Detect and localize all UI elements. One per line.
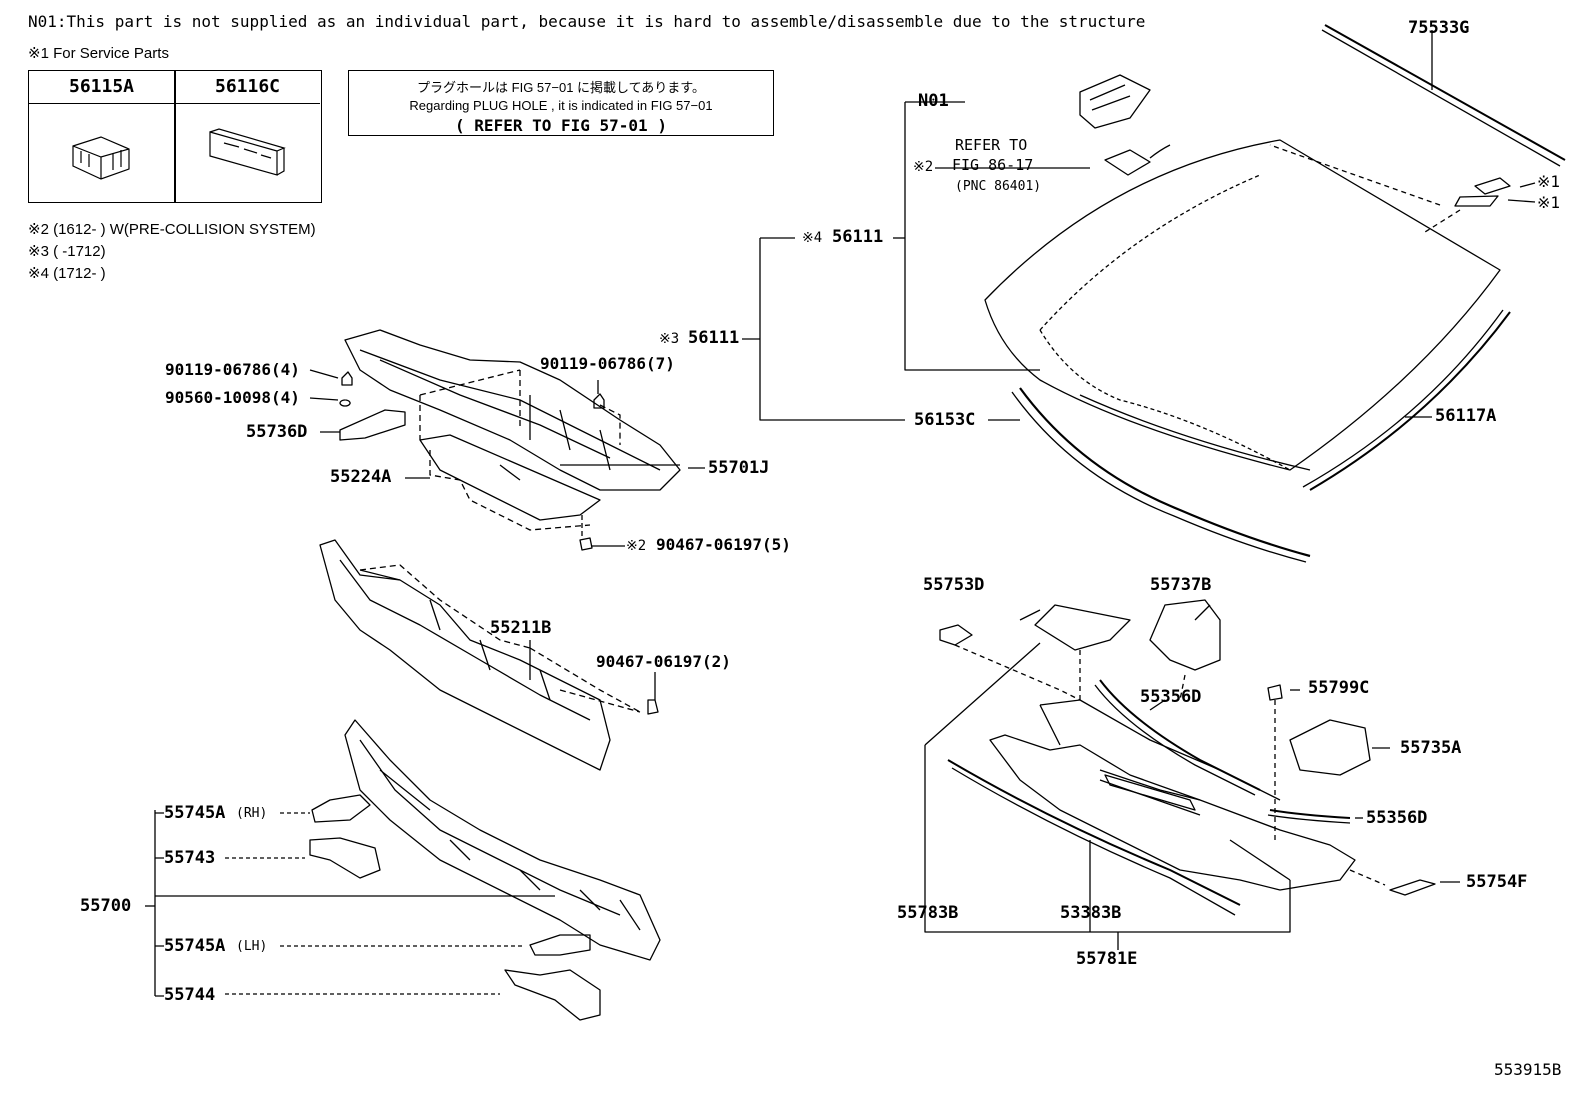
n01-bracket [1079, 74, 1151, 129]
label-90467-a: 90467-06197(5) [656, 535, 791, 554]
label-fig86: FIG 86-17 [952, 156, 1034, 174]
label-55743: 55743 [164, 848, 216, 868]
label-55737b: 55737B [1150, 575, 1212, 595]
label-90119-b: 90119-06786(7) [540, 354, 675, 373]
label-53383b: 53383B [1060, 903, 1122, 923]
label-pnc: (PNC 86401) [955, 179, 1042, 194]
label-refer-to: REFER TO [955, 136, 1028, 154]
service-parts-title: ※1 For Service Parts [28, 45, 169, 62]
label-rh: (RH) [236, 806, 268, 821]
reference-line-jp: プラグホールは FIG 57−01 に掲載してあります。 [417, 80, 705, 95]
label-55783b: 55783B [897, 903, 959, 923]
label-56111-3: 56111 [688, 328, 740, 348]
label-lh: (LH) [236, 939, 268, 954]
label-55224a: 55224A [330, 467, 392, 487]
windshield-glass [984, 139, 1501, 471]
label-55781e: 55781E [1076, 949, 1138, 969]
label-n01: N01 [918, 91, 949, 111]
label-55701j: 55701J [708, 458, 770, 478]
label-mark1-a: ※1 [1537, 172, 1561, 191]
label-56111-4: 56111 [832, 227, 884, 247]
label-55736d: 55736D [246, 422, 308, 442]
label-mark2-clip: ※2 [626, 538, 647, 554]
label-90467-b: 90467-06197(2) [596, 652, 731, 671]
label-56153c: 56153C [914, 410, 976, 430]
reference-box: プラグホールは FIG 57−01 に掲載してあります。 Regarding P… [348, 70, 774, 136]
service-parts-illustrations [72, 128, 286, 180]
cowl-louver-assembly [989, 699, 1356, 891]
label-mark1-b: ※1 [1537, 193, 1561, 212]
label-55754f: 55754F [1466, 872, 1528, 892]
header-note: N01:This part is not supplied as an indi… [28, 12, 1146, 31]
label-90560: 90560-10098(4) [165, 388, 300, 407]
legend-note-3: ※3 ( -1712) [28, 243, 106, 260]
label-55753d: 55753D [923, 575, 985, 595]
cowl-panel-55211b [319, 539, 611, 771]
service-part-56115a: 56115A [29, 71, 174, 104]
label-55211b: 55211B [490, 618, 552, 638]
label-mark2-sensor: ※2 [913, 159, 934, 175]
label-56117a: 56117A [1435, 406, 1497, 426]
label-55799c: 55799C [1308, 678, 1370, 698]
label-55700: 55700 [80, 896, 132, 916]
legend-note-2: ※2 (1612- ) W(PRE-COLLISION SYSTEM) [28, 221, 316, 238]
figure-id: 553915B [1494, 1060, 1562, 1079]
label-55356d-b: 55356D [1366, 808, 1428, 828]
label-55744: 55744 [164, 985, 216, 1005]
dash-panel-55700 [344, 719, 661, 961]
label-90119-a: 90119-06786(4) [165, 360, 300, 379]
reference-line-en: Regarding PLUG HOLE , it is indicated in… [409, 98, 713, 113]
label-55745a-rh: 55745A [164, 803, 226, 823]
service-parts-table: 56115A 56116C [28, 70, 322, 203]
label-mark4: ※4 [802, 230, 823, 246]
reference-line-refer: ( REFER TO FIG 57-01 ) [455, 116, 667, 135]
label-55745a-lh: 55745A [164, 936, 226, 956]
label-mark3: ※3 [659, 331, 680, 347]
label-55356d-a: 55356D [1140, 687, 1202, 707]
legend-note-4: ※4 (1712- ) [28, 265, 106, 282]
label-75533g: 75533G [1408, 18, 1470, 38]
service-part-56116c: 56116C [175, 71, 320, 104]
label-55735a: 55735A [1400, 738, 1462, 758]
